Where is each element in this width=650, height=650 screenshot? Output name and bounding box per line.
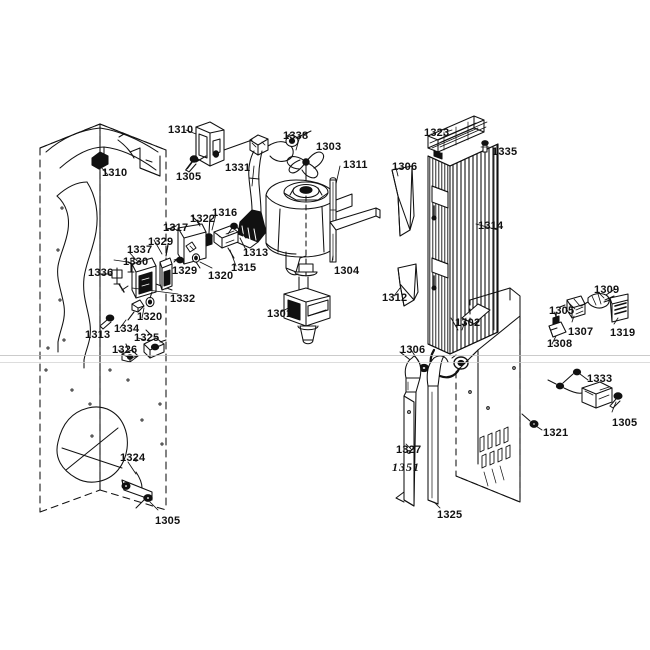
back-panel-vents — [479, 426, 511, 487]
part-1307-relay-overload — [559, 295, 586, 319]
part-1305-screw-1310 — [185, 155, 207, 173]
part-1329-spacer-upper — [165, 245, 169, 257]
part-1313-screw-lowerleft — [99, 314, 115, 330]
callout-1329-spacer: 1329 — [172, 265, 198, 277]
part-1319-terminal-cover — [603, 293, 629, 323]
part-1301-damper-assembly — [283, 261, 331, 345]
part-1324-screw-head — [121, 482, 131, 490]
part-1313-screw-mid — [227, 222, 247, 239]
callout-1335-retainer-pin: 1335 — [492, 146, 518, 158]
part-1333-switch-body — [581, 381, 613, 409]
part-1321-screw — [521, 413, 539, 428]
callout-1338-thermistor-sensor: 1338 — [283, 130, 309, 142]
callout-1310-evaporator-cover-bracket: 1310 — [168, 124, 194, 136]
callout-1332-housing-plate: 1332 — [170, 293, 196, 305]
liner-top-panel — [45, 127, 159, 171]
part-1305-screw-lowerleft — [135, 494, 153, 509]
callout-1325-drain-trough: 1325 — [134, 332, 160, 344]
callout-1317-control-housing: 1317 — [163, 222, 189, 234]
part-1325-drain-tube-lower — [426, 355, 449, 505]
callout-1336-defrost-thermostat: 1336 — [88, 267, 114, 279]
part-1306-upper-clip — [391, 165, 415, 237]
part-1303-fan-blade — [286, 151, 325, 187]
machine-compartment-back-panel — [455, 287, 521, 503]
callout-1314-evaporator-coil-assembly: 1314 — [478, 220, 504, 232]
part-1331-connector-head — [249, 134, 269, 156]
callout-1322-cover-plate: 1322 — [190, 213, 216, 225]
liner-rivets — [44, 206, 164, 462]
lower-liner-cutout — [56, 406, 128, 483]
part-1335-retainer-pin — [480, 140, 490, 153]
part-1325-drain-trough-small — [143, 329, 167, 359]
callout-1305-screw: 1305 — [549, 305, 575, 317]
cabinet-liner-solid-edges — [39, 123, 167, 491]
callout-1306-mounting-clip: 1306 — [400, 344, 426, 356]
callout-1305-screw: 1305 — [155, 515, 181, 527]
part-1310-bracket — [195, 121, 253, 167]
callout-1319-terminal-cover: 1319 — [610, 327, 636, 339]
part-1314-evaporator-coil — [427, 143, 499, 355]
liner-inner-contour — [56, 181, 98, 369]
callout-1320-grommet: 1320 — [137, 311, 163, 323]
callout-1316-pin: 1316 — [212, 207, 238, 219]
callout-1333-lead-wire: 1333 — [587, 373, 613, 385]
callout-1313-screw: 1313 — [85, 329, 111, 341]
callout-1320-grommet: 1320 — [208, 270, 234, 282]
callout-1309-wire-connector: 1309 — [594, 284, 620, 296]
callout-1311-fan-shroud: 1311 — [343, 159, 368, 171]
part-1336-defrost-thermostat — [99, 267, 129, 293]
part-1309-wire-connector — [580, 288, 616, 309]
callout-1321-screw: 1321 — [543, 427, 569, 439]
part-1327-drain-channel — [395, 355, 422, 507]
callout-1327-drain-channel: 1327 — [396, 444, 422, 456]
leader-lines — [99, 129, 619, 511]
callout-1329-spacer: 1329 — [148, 236, 174, 248]
part-1320-grommet-lower — [145, 291, 155, 308]
callout-1334-clip: 1334 — [114, 323, 140, 335]
part-1333-lead-wire — [547, 368, 583, 394]
callout-1315-bracket: 1315 — [231, 262, 257, 274]
callout-1301-damper-control-assembly: 1301 — [267, 308, 293, 320]
callout-1351-drain-hose: 1351 — [392, 460, 420, 474]
callout-1331-wire-harness: 1331 — [225, 162, 251, 174]
part-1317-control-housing — [165, 215, 207, 265]
callout-1308-ground-bracket: 1308 — [547, 338, 573, 350]
part-1312-lower-clip — [397, 263, 419, 307]
callout-1305-screw: 1305 — [612, 417, 638, 429]
part-1326-drain-clip — [121, 343, 139, 363]
part-1334-clip — [127, 299, 145, 321]
part-1320-grommet-mid — [191, 253, 201, 269]
callout-1337-sensor-bracket: 1337 — [127, 244, 153, 256]
callout-1310-liner-bracket: 1310 — [102, 167, 128, 179]
callout-1307-relay-overload: 1307 — [568, 326, 594, 338]
callout-1323-evaporator-top-grille: 1323 — [424, 127, 450, 139]
callout-1313-screw: 1313 — [243, 247, 269, 259]
scan-artifact-line-1 — [0, 355, 650, 356]
part-1316-pin — [205, 215, 213, 247]
callout-1305-screw: 1305 — [176, 171, 202, 183]
callout-1303-evaporator-fan-blade: 1303 — [316, 141, 342, 153]
callout-1302-suction-line-grommet: 1302 — [455, 317, 481, 329]
callout-1304-drain-tube: 1304 — [334, 265, 360, 277]
part-1323-top-grille — [427, 115, 488, 160]
part-1311-fan-shroud — [265, 179, 353, 276]
part-1306-hook-bar — [329, 207, 381, 263]
callout-1306-mounting-clip: 1306 — [392, 161, 418, 173]
part-1338-sensor — [267, 130, 312, 162]
callout-1326-drain-clip: 1326 — [112, 344, 138, 356]
part-1337-sensor-bracket — [159, 243, 173, 291]
liner-right-fold — [129, 147, 161, 177]
part-1315-bracket — [213, 225, 239, 259]
callout-1324-lower-liner-bracket: 1324 — [120, 452, 146, 464]
part-1330-clip — [127, 259, 135, 273]
callout-1325-drain-tube-lower: 1325 — [437, 509, 463, 521]
callout-1330-clip: 1330 — [123, 256, 149, 268]
liner-bracket-1310-upper — [91, 151, 109, 170]
scan-artifact-line-2 — [0, 362, 650, 363]
callout-1312-lower-clip: 1312 — [382, 292, 408, 304]
part-1302-suction-grommet — [429, 348, 469, 379]
